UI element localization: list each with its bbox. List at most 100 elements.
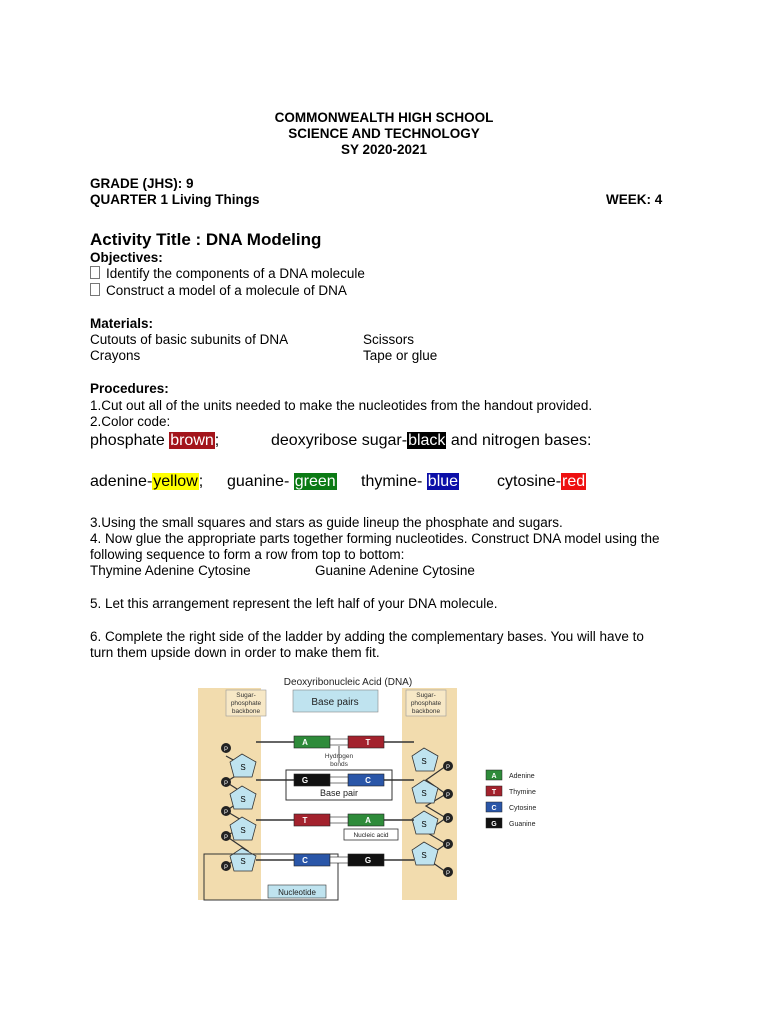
legend-name: Cytosine xyxy=(509,805,536,812)
sugar-pentagon xyxy=(229,785,257,810)
diagram-legend: A Adenine T Thymine C Cytosine G Guanine xyxy=(485,769,536,829)
base-notch xyxy=(329,816,349,824)
activity-title: Activity Title : DNA Modeling xyxy=(90,230,322,249)
sugar-letter: S xyxy=(240,826,245,835)
sugar-letter: S xyxy=(421,820,426,829)
sequence-left: Thymine Adenine Cytosine xyxy=(90,563,251,578)
base-pair-row: C G xyxy=(256,853,414,867)
objective-text: Identify the components of a DNA molecul… xyxy=(106,266,365,281)
base-notch xyxy=(329,776,349,784)
legend-letter: A xyxy=(491,773,496,780)
left-sugars: S S S S xyxy=(229,753,257,872)
phosphate-circle xyxy=(221,777,231,787)
objective-text: Construct a model of a molecule of DNA xyxy=(106,283,347,298)
bullet-box-icon xyxy=(90,283,100,296)
phosphate-letter: P xyxy=(446,793,450,799)
phosphate-circle xyxy=(443,761,453,771)
blue-swatch: blue xyxy=(426,473,460,490)
material-item: Cutouts of basic subunits of DNA xyxy=(90,332,289,347)
legend-name: Adenine xyxy=(509,773,535,780)
legend-name: Thymine xyxy=(509,789,536,796)
phosphate-circle xyxy=(221,831,231,841)
base-letter: T xyxy=(366,738,371,747)
color-code-line-2: adenine-yellow; xyxy=(90,473,203,491)
sugar-pentagon xyxy=(411,747,439,772)
legend-letter: G xyxy=(491,821,497,828)
phosphate-letter: P xyxy=(224,835,228,841)
sugar-pentagon xyxy=(411,841,439,866)
separator: ; xyxy=(214,432,220,449)
phosphate-letter: P xyxy=(446,817,450,823)
backbone-label-box-right xyxy=(405,689,447,717)
sugar-pentagon xyxy=(229,753,257,778)
procedure-step: 4. Now glue the appropriate parts togeth… xyxy=(90,531,660,546)
base-pairs-label-box xyxy=(292,689,379,713)
base-notch xyxy=(329,738,349,746)
base-notch xyxy=(329,856,349,864)
hydrogen-bonds-label: Hydrogen xyxy=(325,753,354,760)
phosphate-letter: P xyxy=(446,871,450,877)
subject-name: SCIENCE AND TECHNOLOGY xyxy=(288,126,480,141)
school-year: SY 2020-2021 xyxy=(340,142,428,157)
phosphate-circle xyxy=(443,839,453,849)
black-swatch: black xyxy=(407,432,447,449)
guanine-label: guanine- xyxy=(227,473,294,490)
base-pair-row: T A xyxy=(256,813,414,827)
backbone-label-line: phosphate xyxy=(411,700,442,707)
legend-swatch xyxy=(485,801,503,813)
backbone-label-line: Sugar- xyxy=(416,692,436,699)
base-letter: A xyxy=(302,738,308,747)
materials-heading: Materials: xyxy=(90,316,154,331)
school-name: COMMONWEALTH HIGH SCHOOL xyxy=(274,110,494,125)
phosphate-letter: P xyxy=(224,747,228,753)
objectives-heading: Objectives: xyxy=(90,250,163,265)
right-sugars: S S S S xyxy=(411,747,439,866)
dna-diagram: Deoxyribonucleic Acid (DNA) Sugar- phosp… xyxy=(198,676,558,904)
nucleic-acid-box xyxy=(343,828,399,841)
phosphate-circle xyxy=(443,789,453,799)
legend-letter: C xyxy=(491,805,496,812)
procedure-step: 2.Color code: xyxy=(90,414,171,429)
nucleotide-label-box xyxy=(267,884,327,899)
thymine-label: thymine- xyxy=(361,473,427,490)
nucleic-acid-label: Nucleic acid xyxy=(353,832,388,839)
cytosine-code: cytosine-red xyxy=(497,473,587,491)
base-block-t xyxy=(293,813,331,827)
brown-swatch: brown xyxy=(169,432,215,449)
base-letter: C xyxy=(302,856,308,865)
hydrogen-bonds-label: bonds xyxy=(330,761,348,768)
base-letter: G xyxy=(365,856,371,865)
objective-item: Construct a model of a molecule of DNA xyxy=(90,283,347,298)
adenine-label: adenine- xyxy=(90,473,153,490)
nucleotide-label: Nucleotide xyxy=(278,888,316,897)
objective-item: Identify the components of a DNA molecul… xyxy=(90,266,365,281)
phosphate-circle xyxy=(443,813,453,823)
procedure-step: 5. Let this arrangement represent the le… xyxy=(90,596,498,611)
color-code-line-1b: deoxyribose sugar-black and nitrogen bas… xyxy=(271,432,591,450)
week-line: WEEK: 4 xyxy=(606,192,663,207)
phosphate-letter: P xyxy=(224,810,228,816)
legend-letter: T xyxy=(492,789,497,796)
nucleotide-box xyxy=(203,853,339,901)
sugar-letter: S xyxy=(421,789,426,798)
sugar-label: deoxyribose sugar- xyxy=(271,432,408,449)
sugar-letter: S xyxy=(240,795,245,804)
base-pair-row: A T xyxy=(256,735,414,749)
procedure-step: 3.Using the small squares and stars as g… xyxy=(90,515,563,530)
sugar-letter: S xyxy=(240,763,245,772)
phosphate-circle xyxy=(221,806,231,816)
backbone-label-line: backbone xyxy=(412,708,441,715)
left-phosphates: P P P P P xyxy=(221,743,231,871)
phosphate-letter: P xyxy=(446,765,450,771)
material-item: Scissors xyxy=(363,332,415,347)
base-letter: C xyxy=(365,776,371,785)
phosphate-letter: P xyxy=(224,865,228,871)
base-letter: G xyxy=(302,776,308,785)
sugar-pentagon xyxy=(411,779,439,804)
material-item: Tape or glue xyxy=(363,348,438,363)
diagram-title: Deoxyribonucleic Acid (DNA) xyxy=(284,677,412,688)
procedure-step: 6. Complete the right side of the ladder… xyxy=(90,629,644,644)
base-pairs-label: Base pairs xyxy=(311,697,358,708)
green-swatch: green xyxy=(293,473,337,490)
backbone-label-line: backbone xyxy=(232,708,261,715)
